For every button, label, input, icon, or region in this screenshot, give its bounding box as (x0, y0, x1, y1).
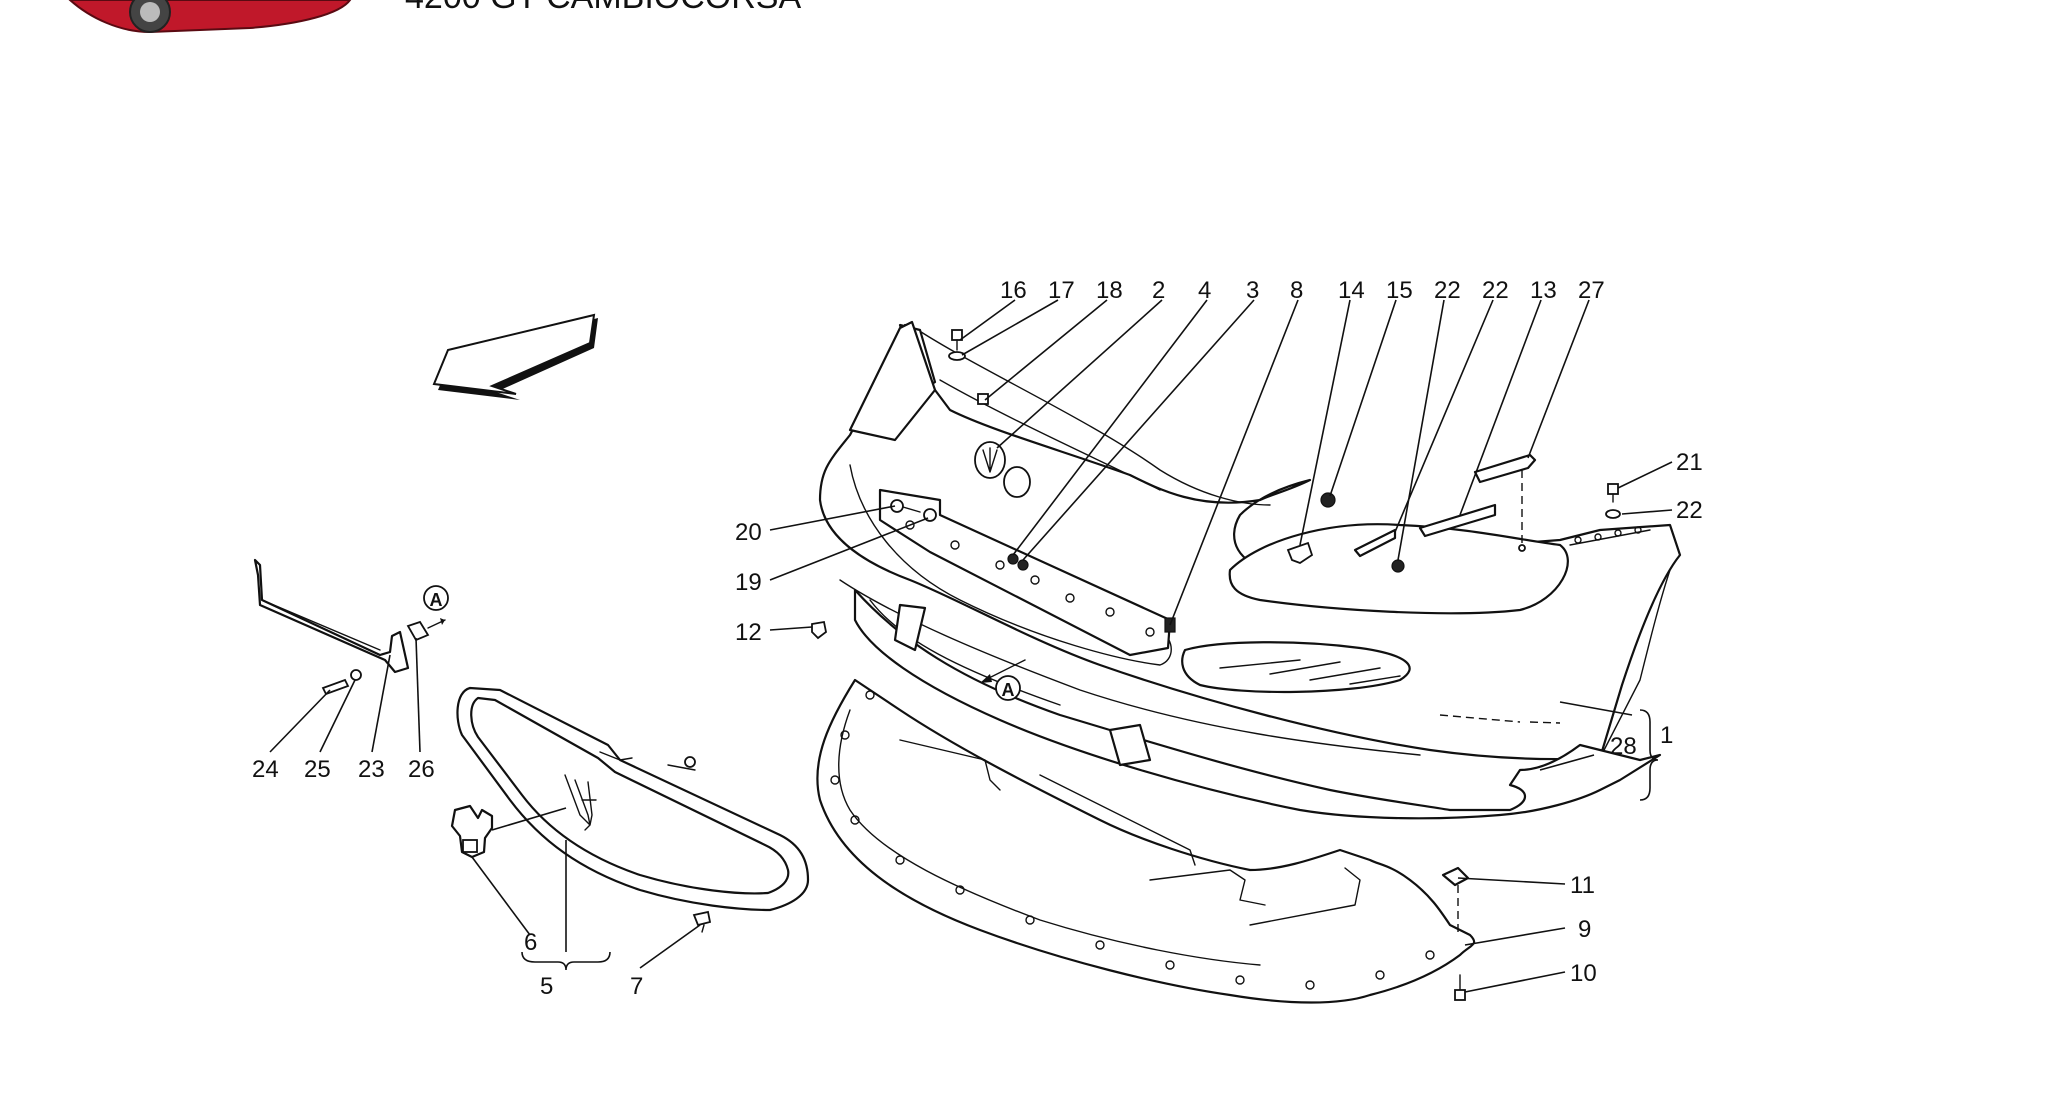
label-10: 10 (1570, 960, 1597, 987)
screw-25 (321, 678, 350, 696)
front-grille (456, 686, 810, 912)
vent-slats (1219, 659, 1401, 685)
marker-a-text-2: A (1002, 680, 1015, 700)
hardware (321, 329, 1621, 1001)
washer-26 (350, 669, 362, 681)
bolt-10 (1454, 974, 1466, 1001)
bumper-lip-spoiler (853, 588, 1662, 820)
label-25: 24 (252, 756, 279, 783)
label-4: 4 (1198, 277, 1211, 304)
label-8: 8 (1290, 277, 1303, 304)
label-12: 12 (735, 619, 762, 646)
brace-5 (521, 951, 611, 971)
label-26: 25 (304, 756, 331, 783)
washer-22-b (1605, 509, 1621, 519)
label-11: 11 (1570, 872, 1595, 899)
clip-14 (1286, 541, 1314, 565)
label-17: 17 (1048, 277, 1075, 304)
header: 4200 GT CAMBIOCORSA (68, 0, 801, 34)
marker-a-text-1: A (430, 590, 443, 610)
wing-holes (1574, 526, 1642, 544)
mounting-bracket (253, 558, 410, 674)
screw-7 (692, 910, 712, 933)
label-16: 16 (1000, 277, 1027, 304)
label-23: 22 (1482, 277, 1509, 304)
clip-18 (977, 393, 989, 405)
label-13: 13 (1530, 277, 1557, 304)
label-5: 5 (540, 973, 553, 1000)
label-18: 18 (1096, 277, 1123, 304)
label-2: 2 (1152, 277, 1165, 304)
label-27: 26 (408, 756, 435, 783)
strip-23 (1353, 528, 1397, 558)
bolt-16 (951, 329, 963, 351)
clip-12 (811, 620, 827, 640)
grille-clip (450, 804, 494, 859)
brace-1 (1639, 709, 1659, 801)
label-20: 20 (735, 519, 762, 546)
label-3: 3 (1246, 277, 1259, 304)
label-22-top: 22 (1434, 277, 1461, 304)
header-title: 4200 GT CAMBIOCORSA (405, 0, 801, 16)
rail-holes (905, 520, 1155, 637)
label-22-right: 22 (1676, 497, 1703, 524)
nut-15 (1320, 492, 1336, 508)
label-7: 7 (630, 973, 643, 1000)
label-9: 9 (1578, 916, 1591, 943)
label-1: 1 (1660, 722, 1673, 749)
washer-22-a (1391, 559, 1405, 573)
part-labels: 16 17 18 2 4 3 8 14 15 22 22 13 27 21 22… (252, 277, 1703, 1000)
label-15: 15 (1386, 277, 1413, 304)
washer-17 (948, 351, 966, 361)
reference-marker-a-2: A (995, 675, 1021, 701)
label-6: 6 (524, 929, 537, 956)
trident-logo (564, 774, 597, 831)
reference-marker-a-1: A (423, 585, 449, 611)
bracket-28 (1473, 453, 1537, 484)
undertray-holes (830, 690, 1435, 990)
clip-11 (1441, 866, 1470, 887)
car-thumbnail (68, 0, 352, 34)
front-bumper-cover (818, 320, 1682, 761)
undertray-panel (816, 678, 1476, 1004)
bolt-21 (1607, 483, 1619, 503)
label-24: 23 (358, 756, 385, 783)
label-19: 19 (735, 569, 762, 596)
label-29: 28 (1610, 733, 1637, 760)
label-28: 27 (1578, 277, 1605, 304)
bolt-27 (406, 618, 446, 642)
label-21: 21 (1676, 449, 1703, 476)
label-14: 14 (1338, 277, 1365, 304)
emblem-2 (974, 441, 1031, 498)
strip-13 (1418, 503, 1497, 538)
leader-lines (269, 299, 1673, 993)
direction-arrow-icon (432, 313, 598, 400)
